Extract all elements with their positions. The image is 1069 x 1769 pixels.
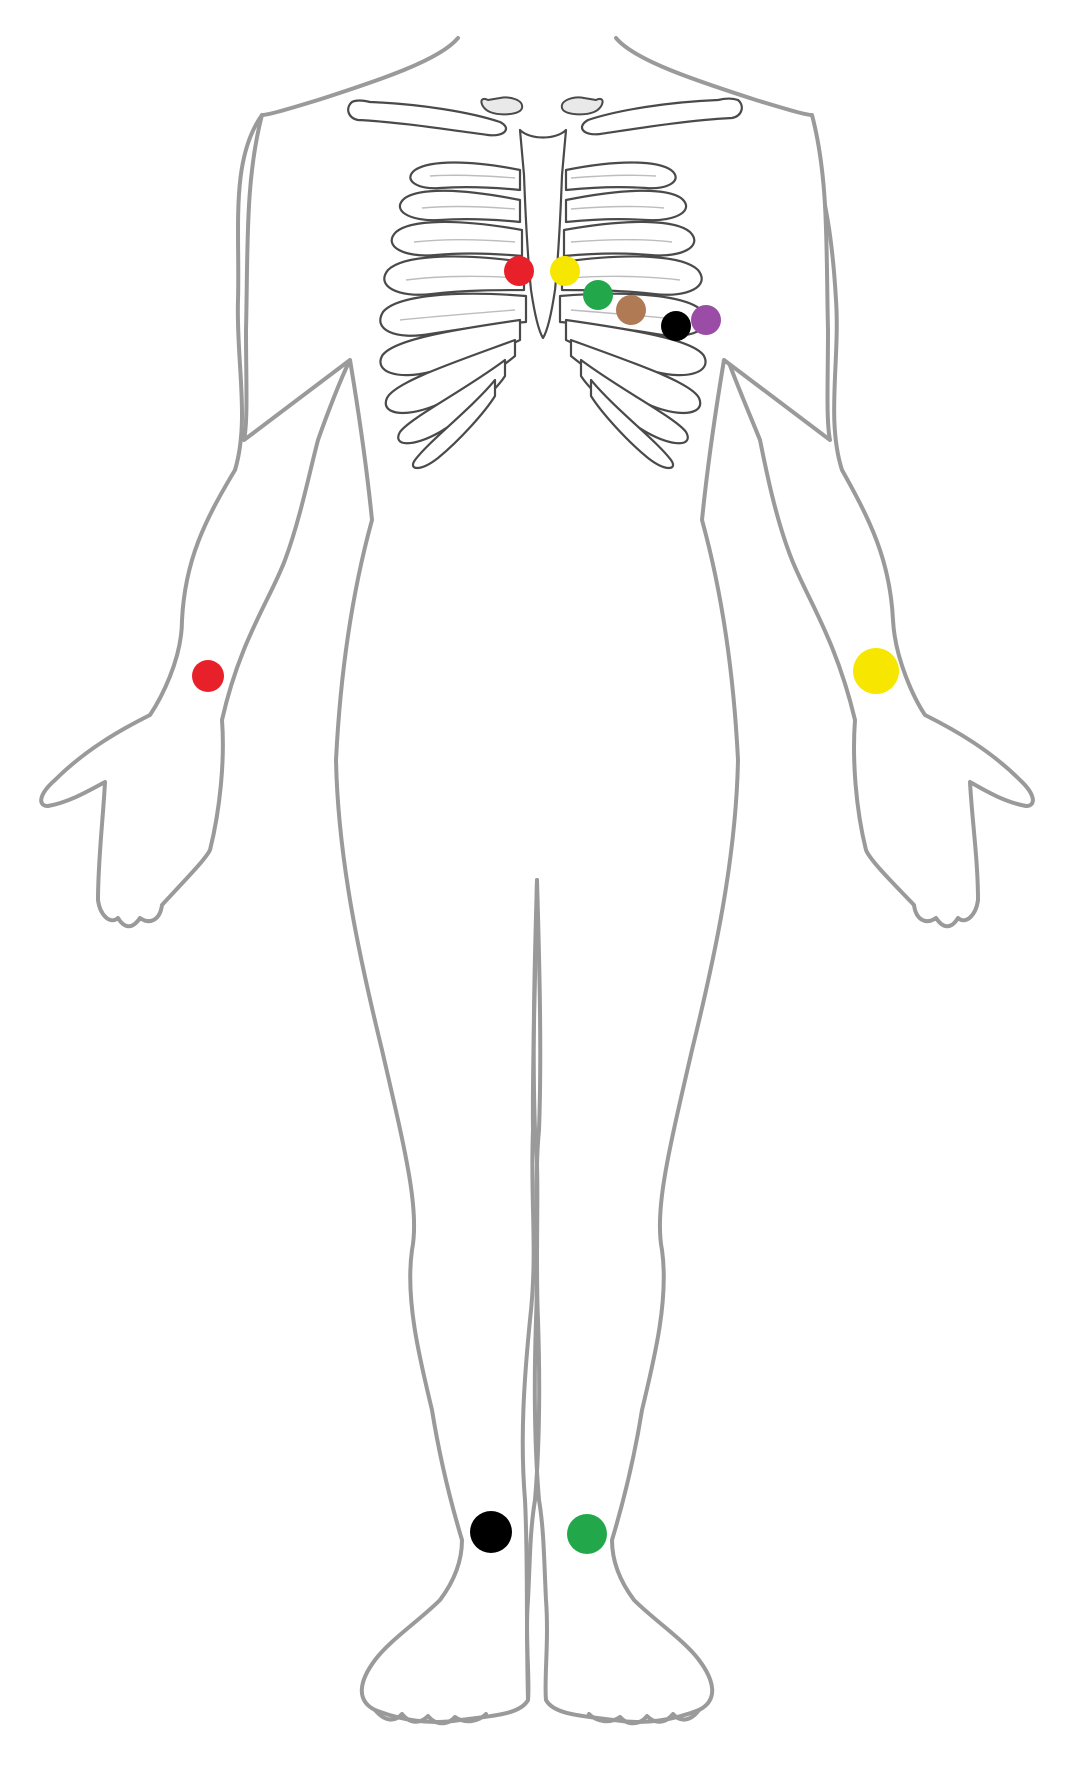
- rib-l4: [560, 255, 703, 296]
- electrode-v5: [661, 311, 691, 341]
- right-acromion: [480, 96, 524, 116]
- rib-l1: [564, 161, 677, 192]
- limb-electrodes: [192, 648, 899, 1554]
- right-clavicle: [347, 99, 508, 137]
- electrode-la: [853, 648, 899, 694]
- chest-electrodes: [504, 256, 721, 341]
- right-foot-toes: [373, 1708, 488, 1726]
- rib-cage: [347, 96, 743, 470]
- electrode-v6: [691, 305, 721, 335]
- electrode-v1: [504, 256, 534, 286]
- electrode-ra: [192, 660, 224, 692]
- electrode-rl: [470, 1511, 512, 1553]
- left-acromion: [560, 96, 604, 116]
- rib-l9: [589, 378, 674, 470]
- electrode-v4: [616, 295, 646, 325]
- left-foot-toes: [587, 1708, 701, 1726]
- rib-r4: [383, 255, 526, 296]
- electrode-v3: [583, 280, 613, 310]
- leg-seam: [520, 878, 539, 1702]
- left-clavicle: [580, 97, 743, 136]
- electrode-v2: [550, 256, 580, 286]
- rib-r9: [412, 378, 497, 470]
- rib-r1: [409, 161, 522, 192]
- electrode-ll: [567, 1514, 607, 1554]
- body-outline: [39, 36, 1035, 1726]
